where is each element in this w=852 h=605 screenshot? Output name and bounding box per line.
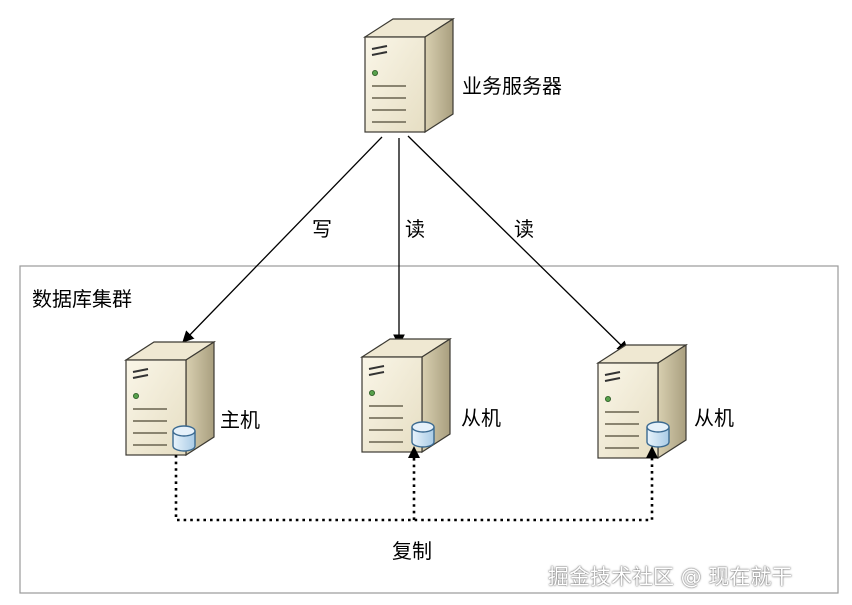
read-edge-2	[407, 135, 629, 353]
cluster-label: 数据库集群	[32, 287, 132, 311]
master-label: 主机	[220, 408, 260, 432]
business-server-label: 业务服务器	[462, 74, 562, 98]
slave-label-1: 从机	[461, 406, 501, 430]
replicate-label: 复制	[392, 539, 432, 563]
slave-server-icon-2	[597, 344, 687, 459]
cluster-box	[19, 265, 839, 594]
master-db-icon	[172, 425, 196, 452]
slave-db-icon-1	[411, 421, 435, 448]
read-label-1: 读	[405, 217, 425, 241]
master-server-icon	[125, 341, 215, 456]
slave-db-icon-2	[646, 421, 670, 448]
write-label: 写	[312, 217, 332, 241]
replication-arrow-1	[408, 446, 420, 458]
replication-path	[174, 455, 654, 522]
write-edge	[182, 136, 383, 343]
watermark: 掘金技术社区 @ 现在就干	[548, 565, 793, 589]
replication-arrow-2	[646, 446, 658, 458]
read-label-2: 读	[514, 217, 534, 241]
slave-label-2: 从机	[694, 406, 734, 430]
business-server-icon	[364, 18, 454, 133]
slave-server-icon-1	[361, 338, 451, 453]
